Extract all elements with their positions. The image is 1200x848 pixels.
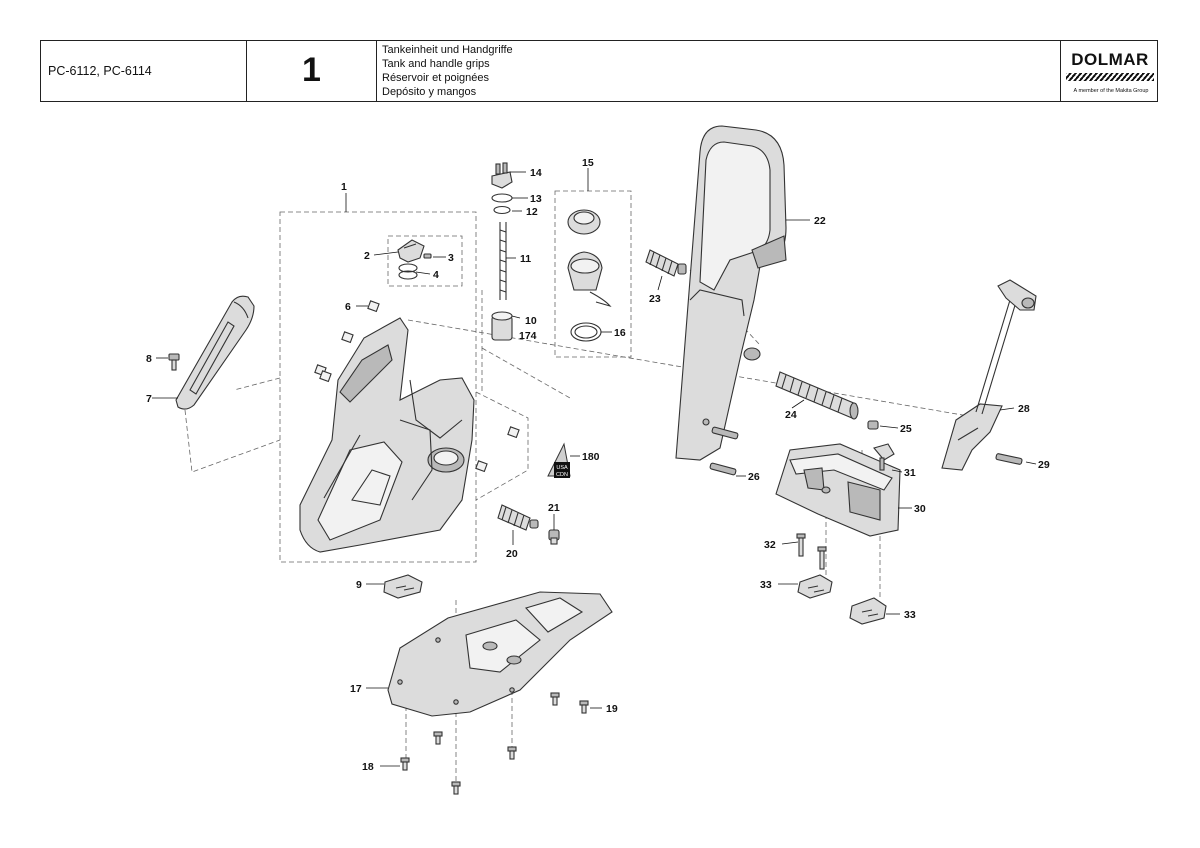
label-3: 3 xyxy=(448,252,454,264)
region-tag-usa: USA xyxy=(556,465,568,471)
group-2-boundary xyxy=(387,235,463,287)
part-22-front-handle xyxy=(675,125,787,461)
part-26-screws xyxy=(709,426,739,476)
brand-stripes xyxy=(1066,73,1154,81)
part-2-tank-cap xyxy=(397,239,425,263)
part-7-side-grip xyxy=(175,295,255,410)
label-28: 28 xyxy=(1018,403,1030,415)
part-11-fuel-hose xyxy=(499,222,507,300)
model-numbers: PC-6112, PC-6114 xyxy=(48,64,152,78)
title-block: PC-6112, PC-6114 1 Tankeinheit und Handg… xyxy=(40,40,1158,102)
label-174: 174 xyxy=(519,330,537,342)
part-4-seals xyxy=(398,263,418,280)
part-24-damper-spring xyxy=(775,371,859,420)
group-1-boundary xyxy=(279,211,477,563)
label-30: 30 xyxy=(914,503,926,515)
label-24: 24 xyxy=(785,409,797,421)
part-31-cover xyxy=(873,443,895,471)
part-18-screws xyxy=(400,731,517,795)
part-29-screw xyxy=(995,453,1023,465)
part-13-ring xyxy=(491,193,513,203)
label-18: 18 xyxy=(362,761,374,773)
label-15: 15 xyxy=(582,157,594,169)
label-16: 16 xyxy=(614,327,626,339)
label-14: 14 xyxy=(530,167,542,179)
part-14-vent-plug xyxy=(491,162,513,189)
label-23: 23 xyxy=(649,293,661,305)
title-de: Tankeinheit und Handgriffe xyxy=(382,44,513,56)
label-6: 6 xyxy=(345,301,351,313)
model-cell: PC-6112, PC-6114 xyxy=(41,41,247,101)
region-tag-cdn: CDN xyxy=(556,472,568,478)
part-1-tank-housing xyxy=(299,317,475,553)
label-21: 21 xyxy=(548,502,560,514)
label-4: 4 xyxy=(433,269,439,281)
label-20: 20 xyxy=(506,548,518,560)
part-8-screw xyxy=(168,353,180,371)
label-33-lower: 33 xyxy=(904,609,916,621)
title-en: Tank and handle grips xyxy=(382,58,490,70)
label-7: 7 xyxy=(146,393,152,405)
title-cell: Tankeinheit und Handgriffe Tank and hand… xyxy=(377,41,1061,101)
label-10: 10 xyxy=(525,315,537,327)
part-25-screw xyxy=(867,420,879,430)
part-32-screws xyxy=(796,533,827,570)
part-23-damper-spring xyxy=(645,249,687,277)
combination-wrench xyxy=(975,279,1037,415)
label-11: 11 xyxy=(520,253,531,265)
label-2: 2 xyxy=(364,250,370,262)
group-15-boundary xyxy=(554,190,632,358)
leader-lines xyxy=(152,168,1037,767)
label-17: 17 xyxy=(350,683,362,695)
part-180-region-label: USA CDN xyxy=(547,442,571,478)
label-32: 32 xyxy=(764,539,776,551)
part-9-rubber-foot xyxy=(383,574,423,599)
part-30-handle-base xyxy=(775,443,901,537)
part-33-rubber-foot-lower xyxy=(849,597,887,625)
label-25: 25 xyxy=(900,423,912,435)
part-21-screw xyxy=(548,529,560,545)
label-12: 12 xyxy=(526,206,538,218)
label-180: 180 xyxy=(582,451,600,463)
part-28-bracket xyxy=(941,403,1003,471)
part-3-pin xyxy=(423,253,432,259)
title-es: Depósito y mangos xyxy=(382,86,477,98)
title-fr: Réservoir et poignées xyxy=(382,72,490,84)
label-26: 26 xyxy=(748,471,760,483)
label-9: 9 xyxy=(356,579,362,591)
label-13: 13 xyxy=(530,193,542,205)
label-22: 22 xyxy=(814,215,826,227)
part-17-base-plate xyxy=(387,591,613,717)
page-number-cell: 1 xyxy=(247,41,377,101)
part-12-ring xyxy=(493,205,511,215)
part-10-fuel-filter xyxy=(491,311,513,341)
part-33-rubber-foot-upper xyxy=(797,574,833,599)
part-15-filler-cap xyxy=(567,209,612,308)
page-number: 1 xyxy=(302,51,321,89)
label-33-upper: 33 xyxy=(760,579,772,591)
label-8: 8 xyxy=(146,353,152,365)
label-29: 29 xyxy=(1038,459,1050,471)
part-6-rubber-pads xyxy=(314,300,520,473)
brand-logo: DOLMAR A member of the Makita Group xyxy=(1061,41,1159,101)
part-16-seal-ring xyxy=(570,322,602,342)
label-19: 19 xyxy=(606,703,618,715)
brand-name: DOLMAR xyxy=(1071,50,1149,69)
part-20-damper-spring xyxy=(497,504,539,531)
label-31: 31 xyxy=(904,467,916,479)
brand-tagline: A member of the Makita Group xyxy=(1073,88,1149,94)
part-19-screws xyxy=(550,692,589,714)
label-1: 1 xyxy=(341,181,347,193)
